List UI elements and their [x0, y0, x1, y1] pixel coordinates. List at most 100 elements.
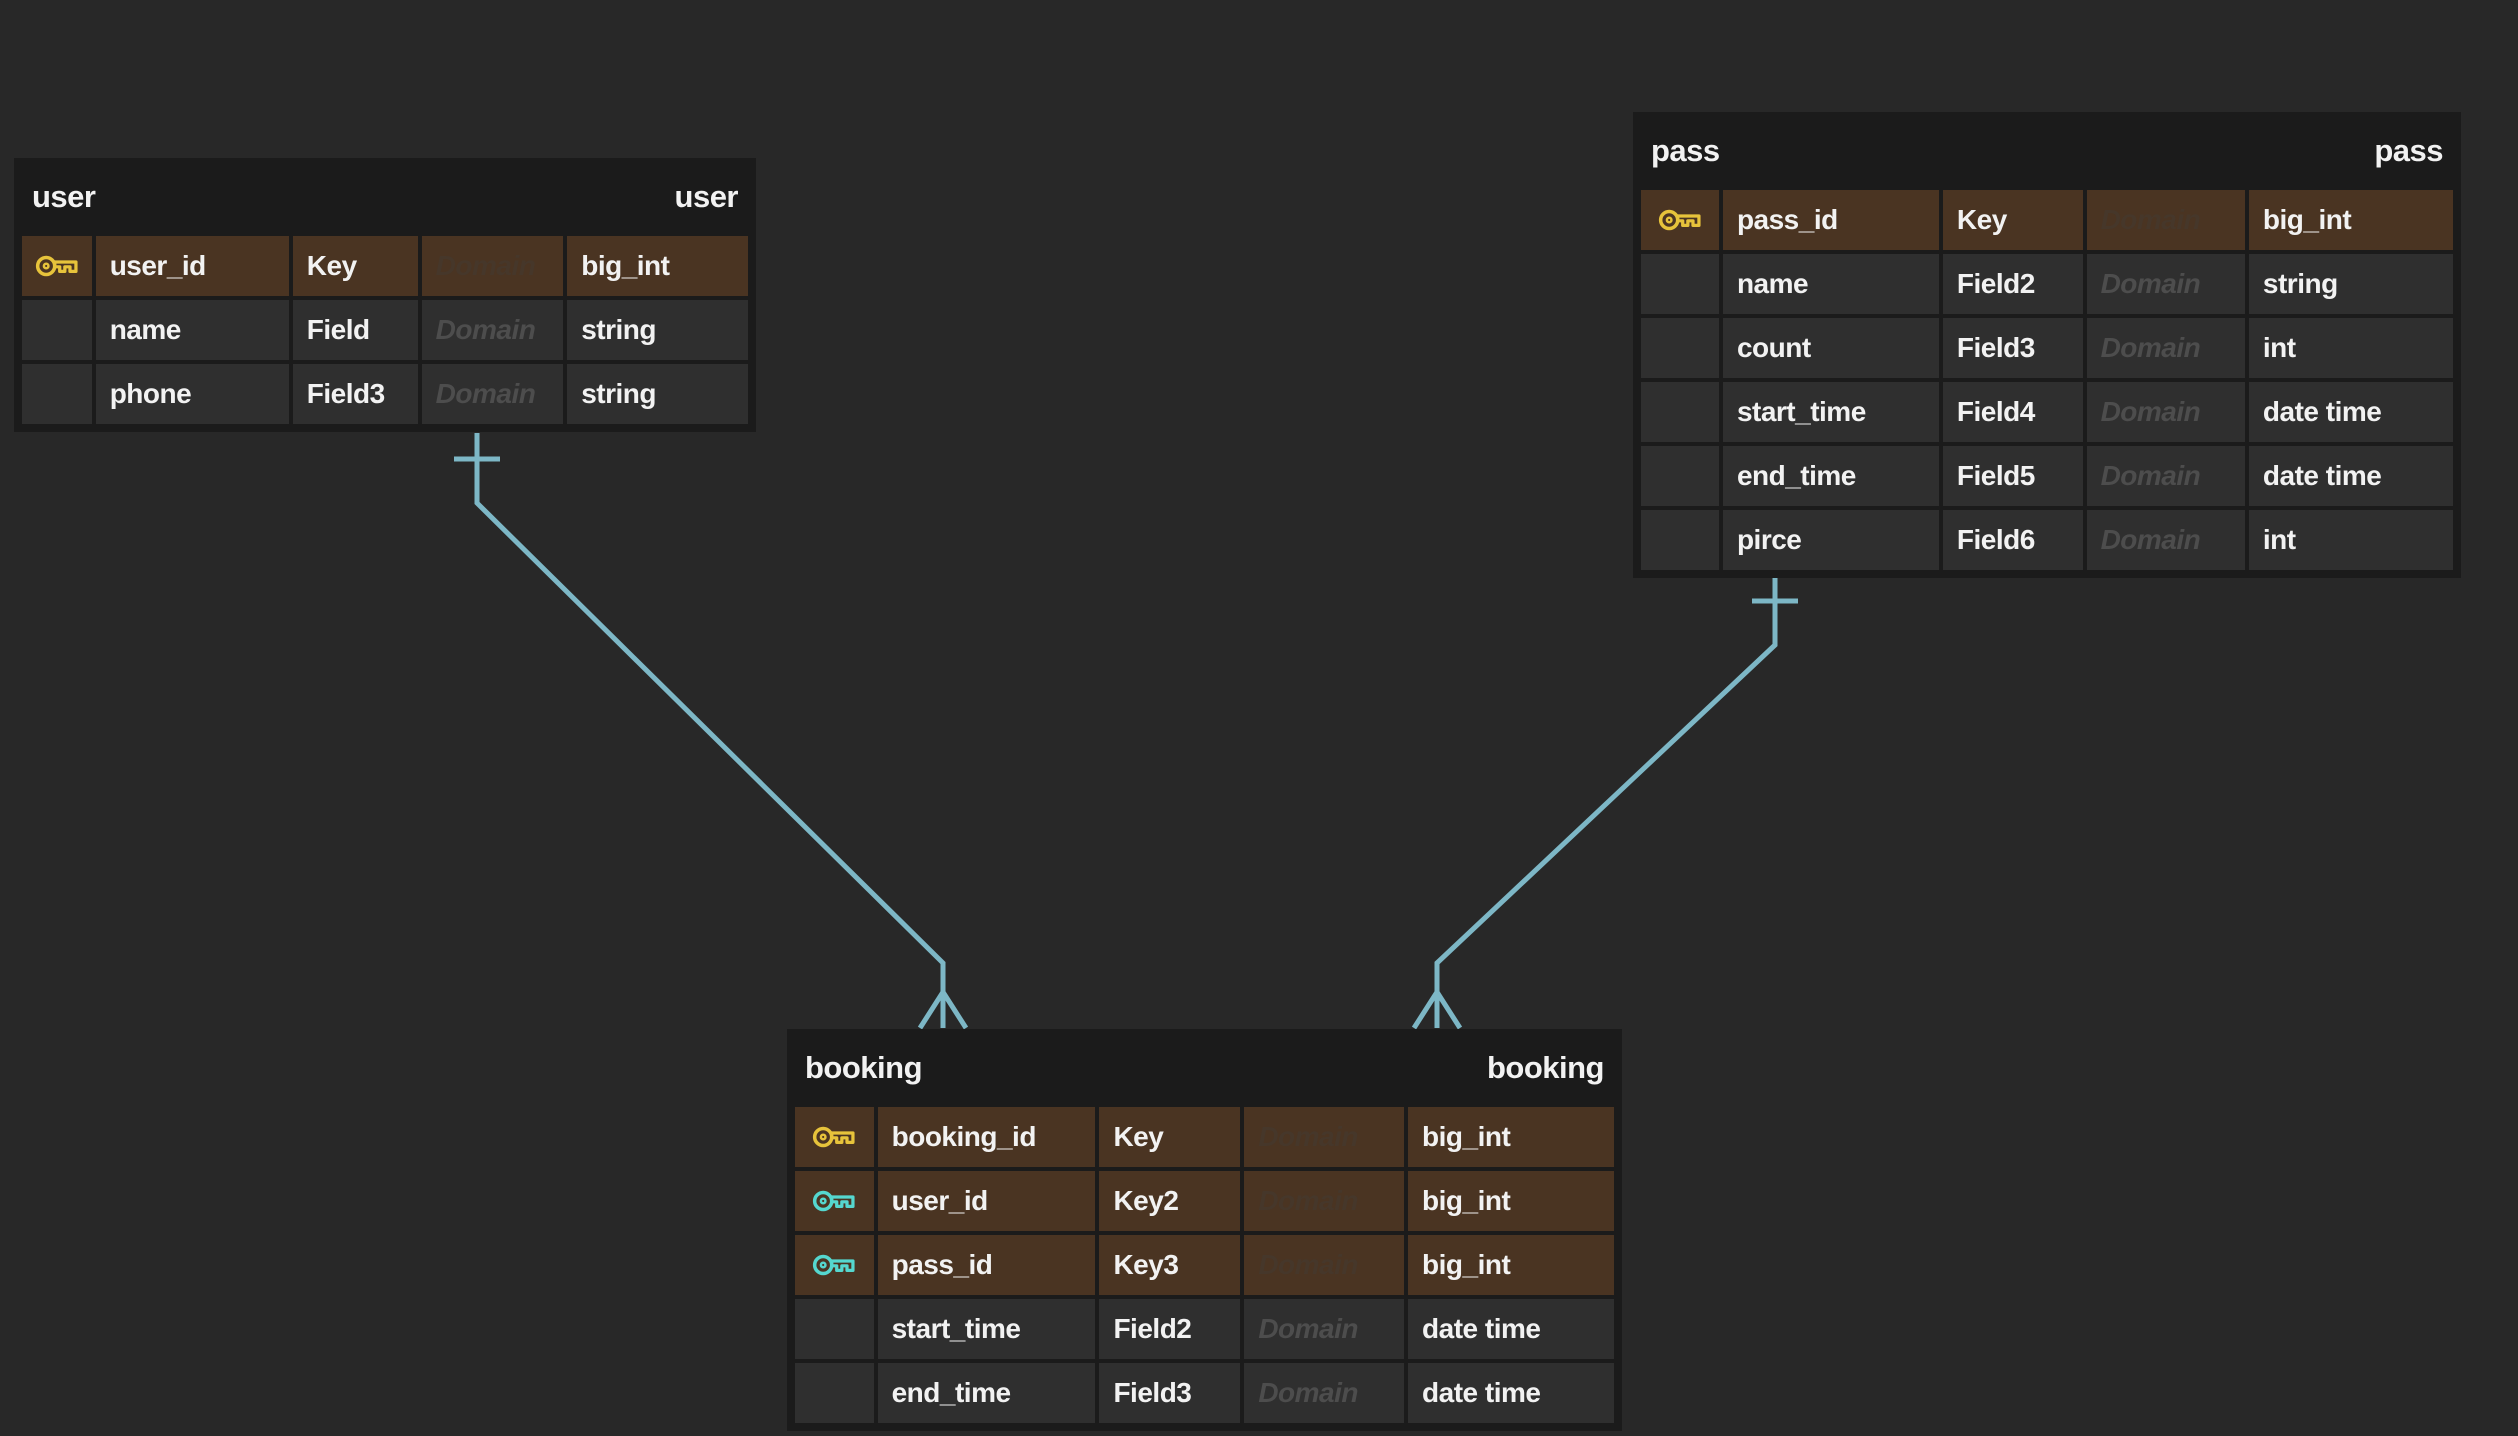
column-key-label[interactable]: Key3	[1099, 1235, 1241, 1295]
table-title-left: booking	[805, 1050, 923, 1085]
column-key-label[interactable]: Key	[292, 236, 418, 296]
column-name[interactable]: name	[95, 300, 289, 360]
column-type[interactable]: string	[567, 364, 748, 424]
key-icon-cell	[22, 364, 92, 424]
column-type[interactable]: string	[2248, 254, 2453, 314]
relationship-user-booking[interactable]	[454, 433, 969, 1030]
column-name[interactable]: booking_id	[877, 1107, 1096, 1167]
column-key-label[interactable]: Field3	[1099, 1363, 1241, 1423]
column-domain-placeholder[interactable]: Domain	[2086, 510, 2245, 570]
column-domain-placeholder[interactable]: Domain	[2086, 318, 2245, 378]
column-domain-placeholder[interactable]: Domain	[1244, 1171, 1405, 1231]
column-name[interactable]: pirce	[1722, 510, 1939, 570]
column-type[interactable]: int	[2248, 318, 2453, 378]
column-name[interactable]: end_time	[877, 1363, 1096, 1423]
column-name[interactable]: pass_id	[877, 1235, 1096, 1295]
column-name[interactable]: pass_id	[1722, 190, 1939, 250]
column-key-label[interactable]: Field	[292, 300, 418, 360]
key-icon-cell	[1641, 510, 1719, 570]
column-key-label[interactable]: Field5	[1942, 446, 2083, 506]
column-key-label[interactable]: Field4	[1942, 382, 2083, 442]
column-key-label[interactable]: Field2	[1942, 254, 2083, 314]
table-title-left: user	[32, 179, 96, 214]
column-key-label[interactable]: Field6	[1942, 510, 2083, 570]
column-name[interactable]: name	[1722, 254, 1939, 314]
column-key-label[interactable]: Key	[1942, 190, 2083, 250]
column-domain-placeholder[interactable]: Domain	[2086, 382, 2245, 442]
column-type[interactable]: date time	[2248, 446, 2453, 506]
column-name[interactable]: start_time	[877, 1299, 1096, 1359]
column-domain-placeholder[interactable]: Domain	[421, 364, 564, 424]
table-title-left: pass	[1651, 133, 1720, 168]
key-icon-cell	[1641, 190, 1719, 250]
column-domain-placeholder[interactable]: Domain	[2086, 254, 2245, 314]
column-type[interactable]: date time	[1408, 1363, 1614, 1423]
table-titlebar[interactable]: pass pass	[1633, 112, 2461, 190]
key-icon-cell	[22, 236, 92, 296]
column-key-label[interactable]: Key2	[1099, 1171, 1241, 1231]
column-type[interactable]: int	[2248, 510, 2453, 570]
column-key-label[interactable]: Field2	[1099, 1299, 1241, 1359]
column-type[interactable]: date time	[1408, 1299, 1614, 1359]
primary-key-icon	[1658, 209, 1701, 231]
column-name[interactable]: end_time	[1722, 446, 1939, 506]
key-icon-cell	[795, 1235, 874, 1295]
key-icon-cell	[795, 1171, 874, 1231]
column-key-label[interactable]: Field3	[292, 364, 418, 424]
key-icon-cell	[795, 1363, 874, 1423]
table-title-right: pass	[2374, 133, 2443, 168]
column-name[interactable]: phone	[95, 364, 289, 424]
key-icon-cell	[795, 1299, 874, 1359]
column-key-label[interactable]: Key	[1099, 1107, 1241, 1167]
column-name[interactable]: user_id	[877, 1171, 1096, 1231]
column-type[interactable]: big_int	[1408, 1171, 1614, 1231]
relationship-line[interactable]	[474, 433, 946, 1028]
column-name[interactable]: user_id	[95, 236, 289, 296]
column-type[interactable]: big_int	[567, 236, 748, 296]
column-domain-placeholder[interactable]: Domain	[421, 236, 564, 296]
column-domain-placeholder[interactable]: Domain	[2086, 190, 2245, 250]
column-domain-placeholder[interactable]: Domain	[1244, 1235, 1405, 1295]
column-domain-placeholder[interactable]: Domain	[1244, 1107, 1405, 1167]
column-type[interactable]: big_int	[1408, 1235, 1614, 1295]
foreign-key-icon	[813, 1190, 855, 1212]
key-icon-cell	[1641, 318, 1719, 378]
column-type[interactable]: string	[567, 300, 748, 360]
table-titlebar[interactable]: user user	[14, 158, 756, 236]
column-domain-placeholder[interactable]: Domain	[421, 300, 564, 360]
relationship-pass-booking[interactable]	[1411, 577, 1798, 1030]
column-domain-placeholder[interactable]: Domain	[1244, 1299, 1405, 1359]
column-name[interactable]: count	[1722, 318, 1939, 378]
table-title-right: user	[674, 179, 739, 214]
column-name[interactable]: start_time	[1722, 382, 1939, 442]
relationship-line[interactable]	[1434, 577, 1778, 1028]
column-type[interactable]: date time	[2248, 382, 2453, 442]
column-type[interactable]: big_int	[2248, 190, 2453, 250]
column-key-label[interactable]: Field3	[1942, 318, 2083, 378]
column-domain-placeholder[interactable]: Domain	[2086, 446, 2245, 506]
column-domain-placeholder[interactable]: Domain	[1244, 1363, 1405, 1423]
column-type[interactable]: big_int	[1408, 1107, 1614, 1167]
